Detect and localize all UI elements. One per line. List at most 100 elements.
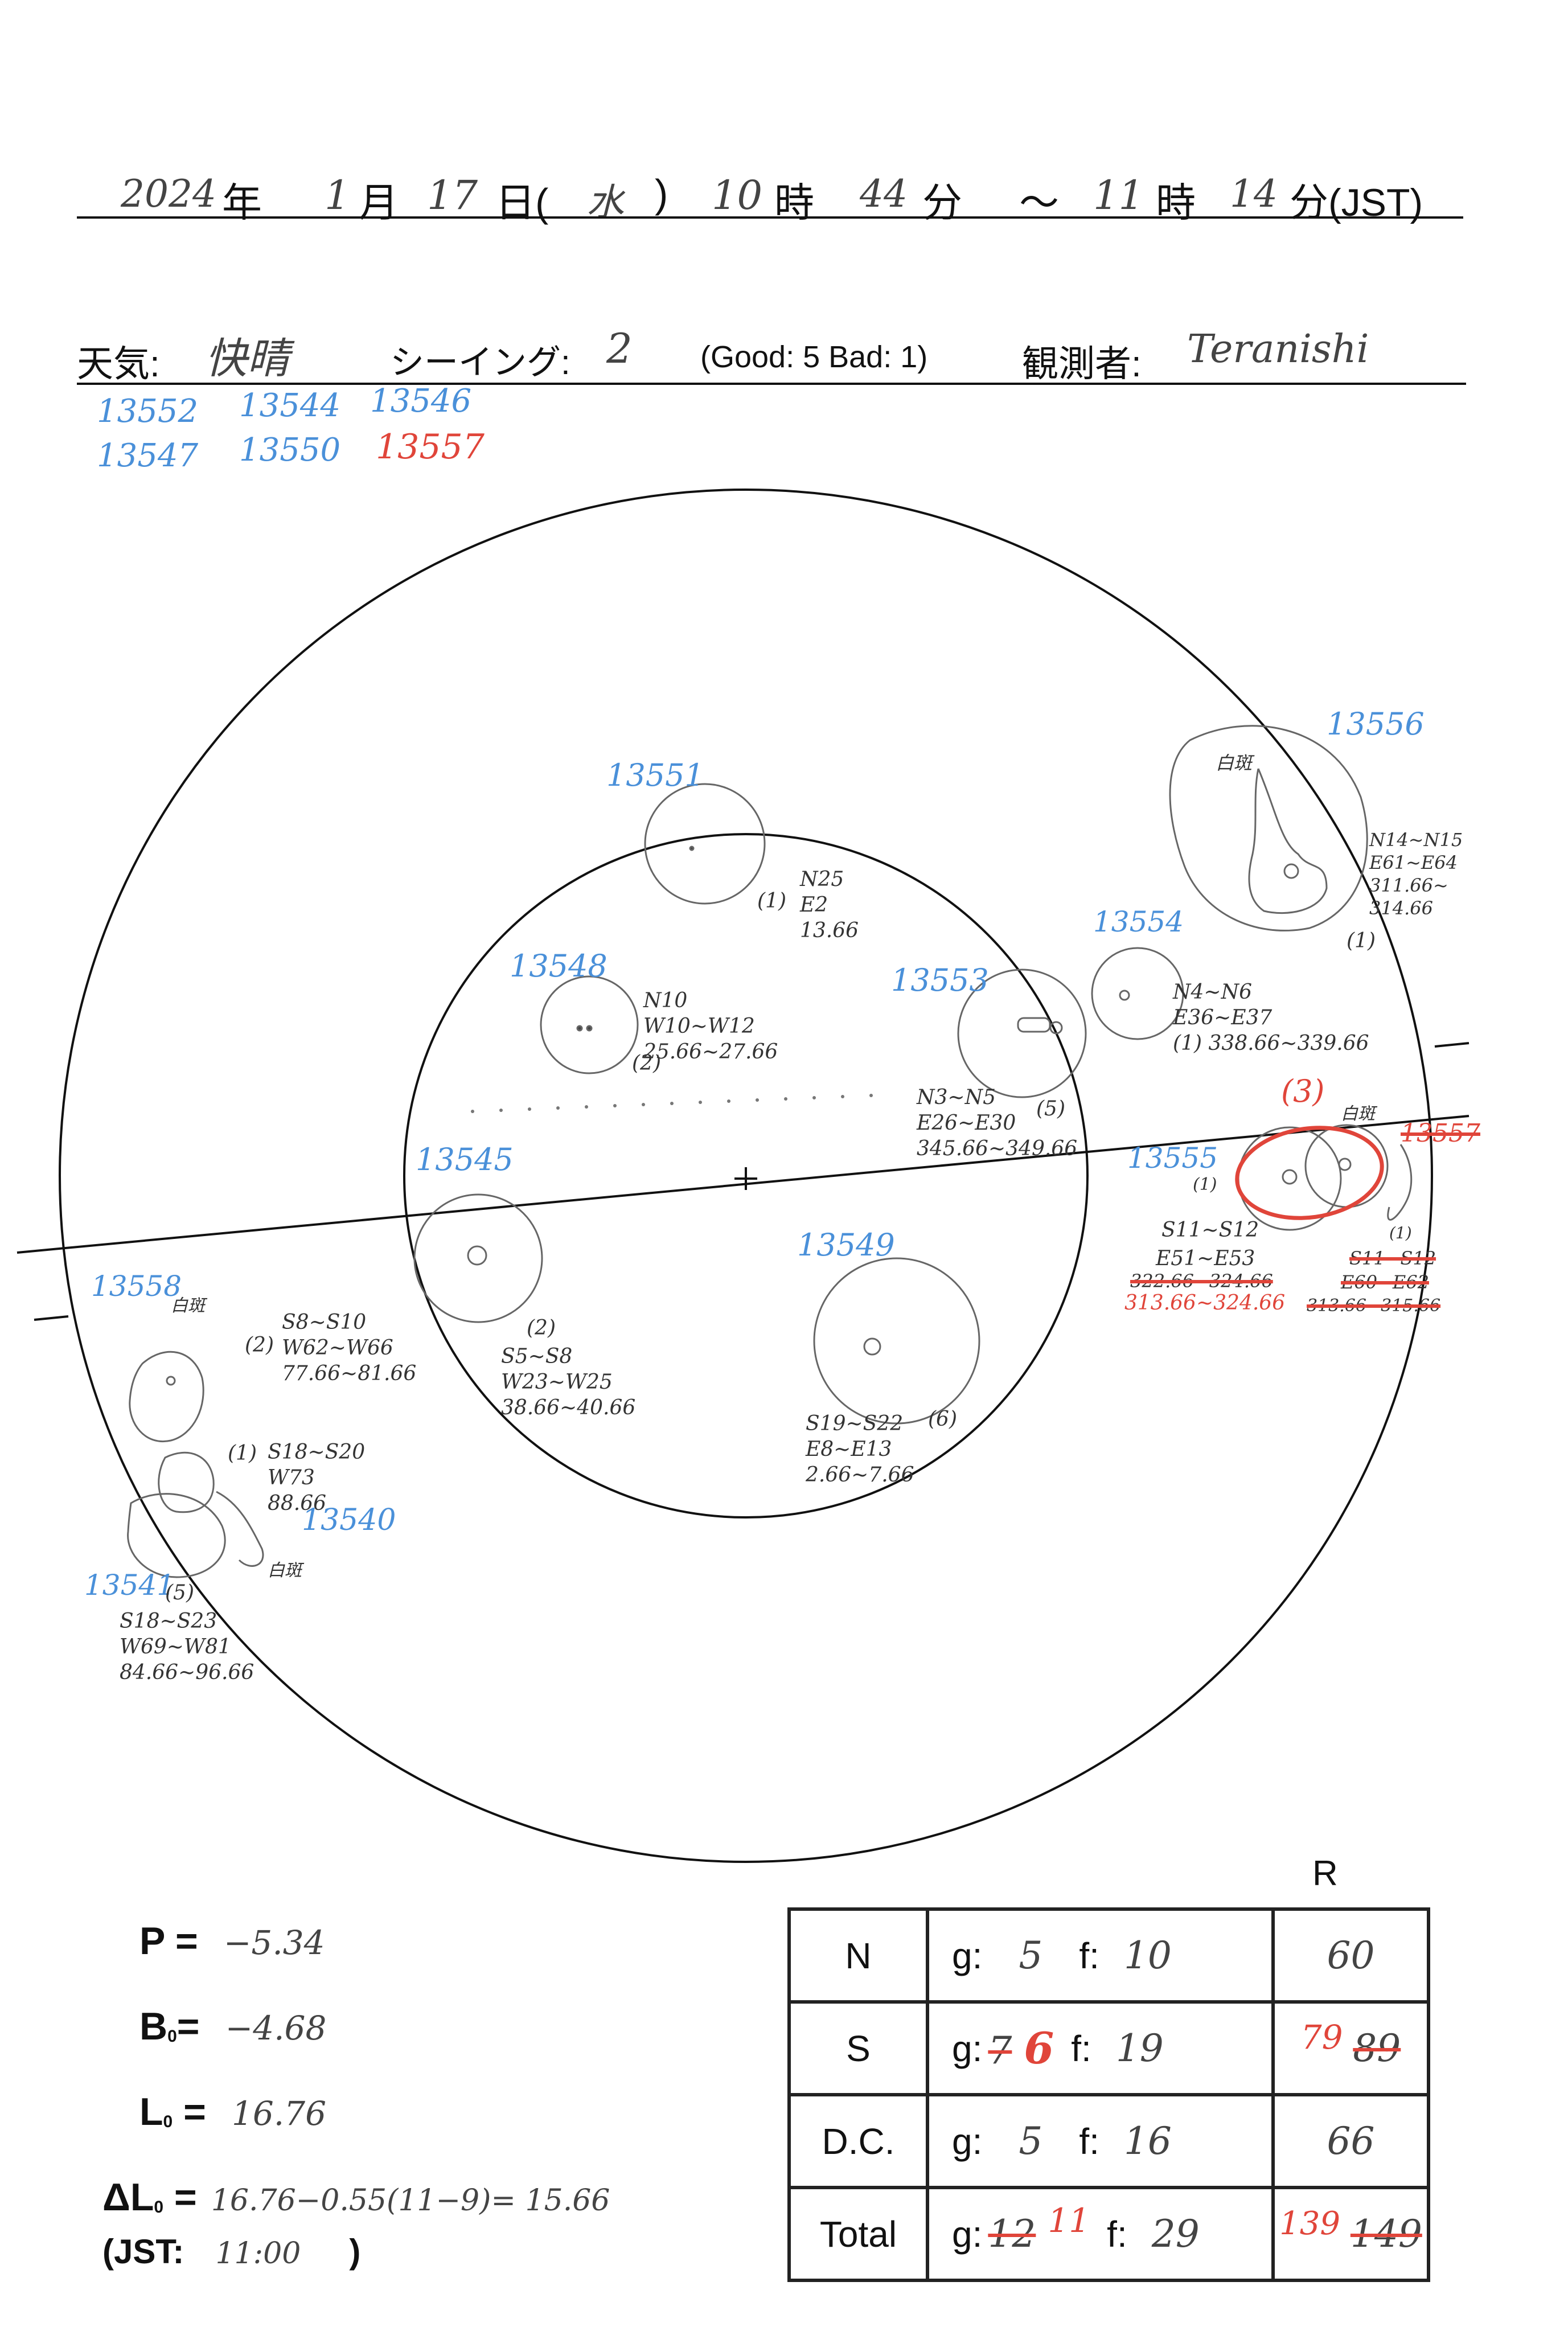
- sunspot: [689, 846, 695, 851]
- sunspot-group-outline: [127, 1493, 226, 1578]
- r-value: 66: [1327, 2119, 1375, 2163]
- start-min: 44: [860, 172, 908, 216]
- gf-cell: g: 5 f: 16: [926, 2093, 1275, 2189]
- g-value: 5: [1019, 2119, 1043, 2163]
- region-coordinates-corrected: S11~S12: [1349, 1247, 1436, 1269]
- region-list-item: 13547: [97, 437, 199, 474]
- region-label: 13548: [510, 948, 608, 984]
- region-spot-count: (2): [632, 1052, 661, 1075]
- r-value-corrected: 139: [1279, 2205, 1341, 2242]
- region-spot-count: (5): [1036, 1097, 1065, 1121]
- table-row: S g: 7 6 f: 19 79 89: [787, 2000, 1430, 2096]
- region-coordinates: S8~S10 W62~W66 77.66~81.66: [282, 1311, 417, 1385]
- g-value: 5: [1019, 1934, 1043, 1977]
- b0-row: B0= −4.68: [139, 2004, 326, 2049]
- row-label: D.C.: [787, 2093, 929, 2189]
- facula-note: 白斑: [171, 1296, 205, 1316]
- month-value: 1: [325, 172, 350, 219]
- jst-row: (JST: 11:00 ): [102, 2232, 360, 2271]
- region-label: 13558: [91, 1270, 182, 1303]
- l0-label: L: [139, 2090, 163, 2133]
- region-coordinates: N14~N15 E61~E64 311.66~ 314.66: [1369, 829, 1463, 919]
- jst-value: 11:00: [215, 2236, 301, 2271]
- g-label: g:: [952, 1935, 983, 1976]
- sunspot-count-table: N g: 5 f: 10 60 S g: 7 6 f: 19 79 89 D.C…: [787, 1907, 1430, 2282]
- l0-value: 16.76: [231, 2094, 326, 2133]
- day-value: 17: [427, 172, 478, 219]
- l0-subscript: 0: [163, 2112, 173, 2132]
- region-label: 13556: [1327, 706, 1425, 742]
- sunspot: [1283, 863, 1299, 879]
- sunspot: [1338, 1158, 1352, 1171]
- l0-equals: =: [173, 2090, 206, 2133]
- r-cell: 60: [1271, 1907, 1430, 2004]
- gf-cell: g: 5 f: 10: [926, 1907, 1275, 2004]
- sunspot-group-outline: [129, 1351, 204, 1442]
- r-cell: 79 89: [1271, 2000, 1430, 2096]
- end-min: 14: [1230, 172, 1278, 216]
- gf-cell: g: 7 6 f: 19: [926, 2000, 1275, 2096]
- region-label: 13545: [416, 1142, 514, 1177]
- table-row: D.C. g: 5 f: 16 66: [787, 2093, 1430, 2189]
- r-column-header: R: [1312, 1854, 1338, 1893]
- region-coordinates: S18~S23 W69~W81 84.66~96.66: [120, 1610, 255, 1684]
- sunspot-group-outline: [413, 1193, 543, 1323]
- region-spot-count: (2): [245, 1333, 274, 1357]
- weekday-paren: ): [655, 171, 668, 216]
- region-spot-count: (1): [1193, 1175, 1217, 1195]
- jst-close: ): [349, 2232, 361, 2271]
- region-number-list: 13552 13544 13546 13547 13550 13557: [97, 383, 495, 484]
- solar-disk-limb: [59, 489, 1433, 1863]
- year-value: 2024: [121, 172, 216, 216]
- dotted-trace: [471, 1094, 873, 1113]
- region-label: 13541: [84, 1569, 175, 1602]
- region-list-item: 13546: [370, 383, 472, 420]
- b0-value: −4.68: [225, 2009, 327, 2047]
- region-spot-count: (1): [757, 889, 786, 913]
- row-label: N: [787, 1907, 929, 2004]
- observation-conditions: 天気: 快晴 シーイング: 2 (Good: 5 Bad: 1) 観測者: Te…: [77, 319, 1466, 387]
- seeing-value: 2: [606, 325, 633, 372]
- sunspot-group-outline: [1169, 725, 1368, 931]
- p-angle-row: P = −5.34: [139, 1919, 325, 1963]
- sunspot-group-outline: [158, 1451, 215, 1513]
- facula-note: 白斑: [268, 1561, 302, 1581]
- facula-note: 白斑: [1216, 752, 1253, 774]
- new-region-count: (3): [1281, 1073, 1325, 1109]
- delta-l0-value: 16.76−0.55(11−9)= 15.66: [211, 2184, 610, 2218]
- solar-equator-line: [17, 1115, 1470, 1254]
- sunspot-group-outline: [540, 975, 639, 1074]
- region-coordinates: S11~S12: [1161, 1218, 1259, 1242]
- row-label: S: [787, 2000, 929, 2096]
- limb-tick: [1434, 1042, 1470, 1048]
- region-list-item: 13552: [97, 393, 199, 430]
- region-coordinates-corrected: 322.66~324.66: [1130, 1270, 1273, 1292]
- region-label: 13554: [1093, 905, 1184, 938]
- region-coordinates: E51~E53: [1156, 1247, 1255, 1270]
- r-value-corrected: 79: [1300, 2018, 1343, 2057]
- row-label: Total: [787, 2186, 929, 2282]
- region-coordinates: S19~S22 E8~E13 2.66~7.66: [806, 1412, 914, 1487]
- region-coordinates-corrected: E60~E62: [1341, 1271, 1429, 1293]
- p-value: −5.34: [223, 1923, 325, 1962]
- region-coordinates: N25 E2 13.66: [800, 868, 859, 942]
- inner-reference-circle: [403, 833, 1089, 1519]
- delta-l0-label: ΔL: [102, 2176, 154, 2219]
- region-spot-count: (1): [228, 1442, 257, 1465]
- r-cell: 66: [1271, 2093, 1430, 2189]
- limb-tick: [34, 1315, 69, 1321]
- sunspot-group-outline: [957, 968, 1087, 1098]
- p-label: P =: [139, 1919, 198, 1963]
- region-spot-count: (5): [165, 1581, 194, 1604]
- region-coordinates-corrected: 313.66~315.66: [1307, 1296, 1441, 1316]
- region-label: 13555: [1127, 1142, 1218, 1175]
- table-row: N g: 5 f: 10 60: [787, 1907, 1430, 2004]
- sunspot-group-outline: [1304, 1124, 1389, 1208]
- sunspot-group-outline: [1091, 947, 1184, 1040]
- delta-l0-subscript: 0: [154, 2198, 164, 2217]
- sunspot: [1017, 1017, 1051, 1033]
- region-coordinates: N4~N6 E36~E37 (1) 338.66~339.66: [1173, 980, 1369, 1055]
- start-hour: 10: [712, 172, 763, 219]
- region-label: 13549: [797, 1227, 895, 1263]
- seeing-label: シーイング:: [390, 343, 570, 381]
